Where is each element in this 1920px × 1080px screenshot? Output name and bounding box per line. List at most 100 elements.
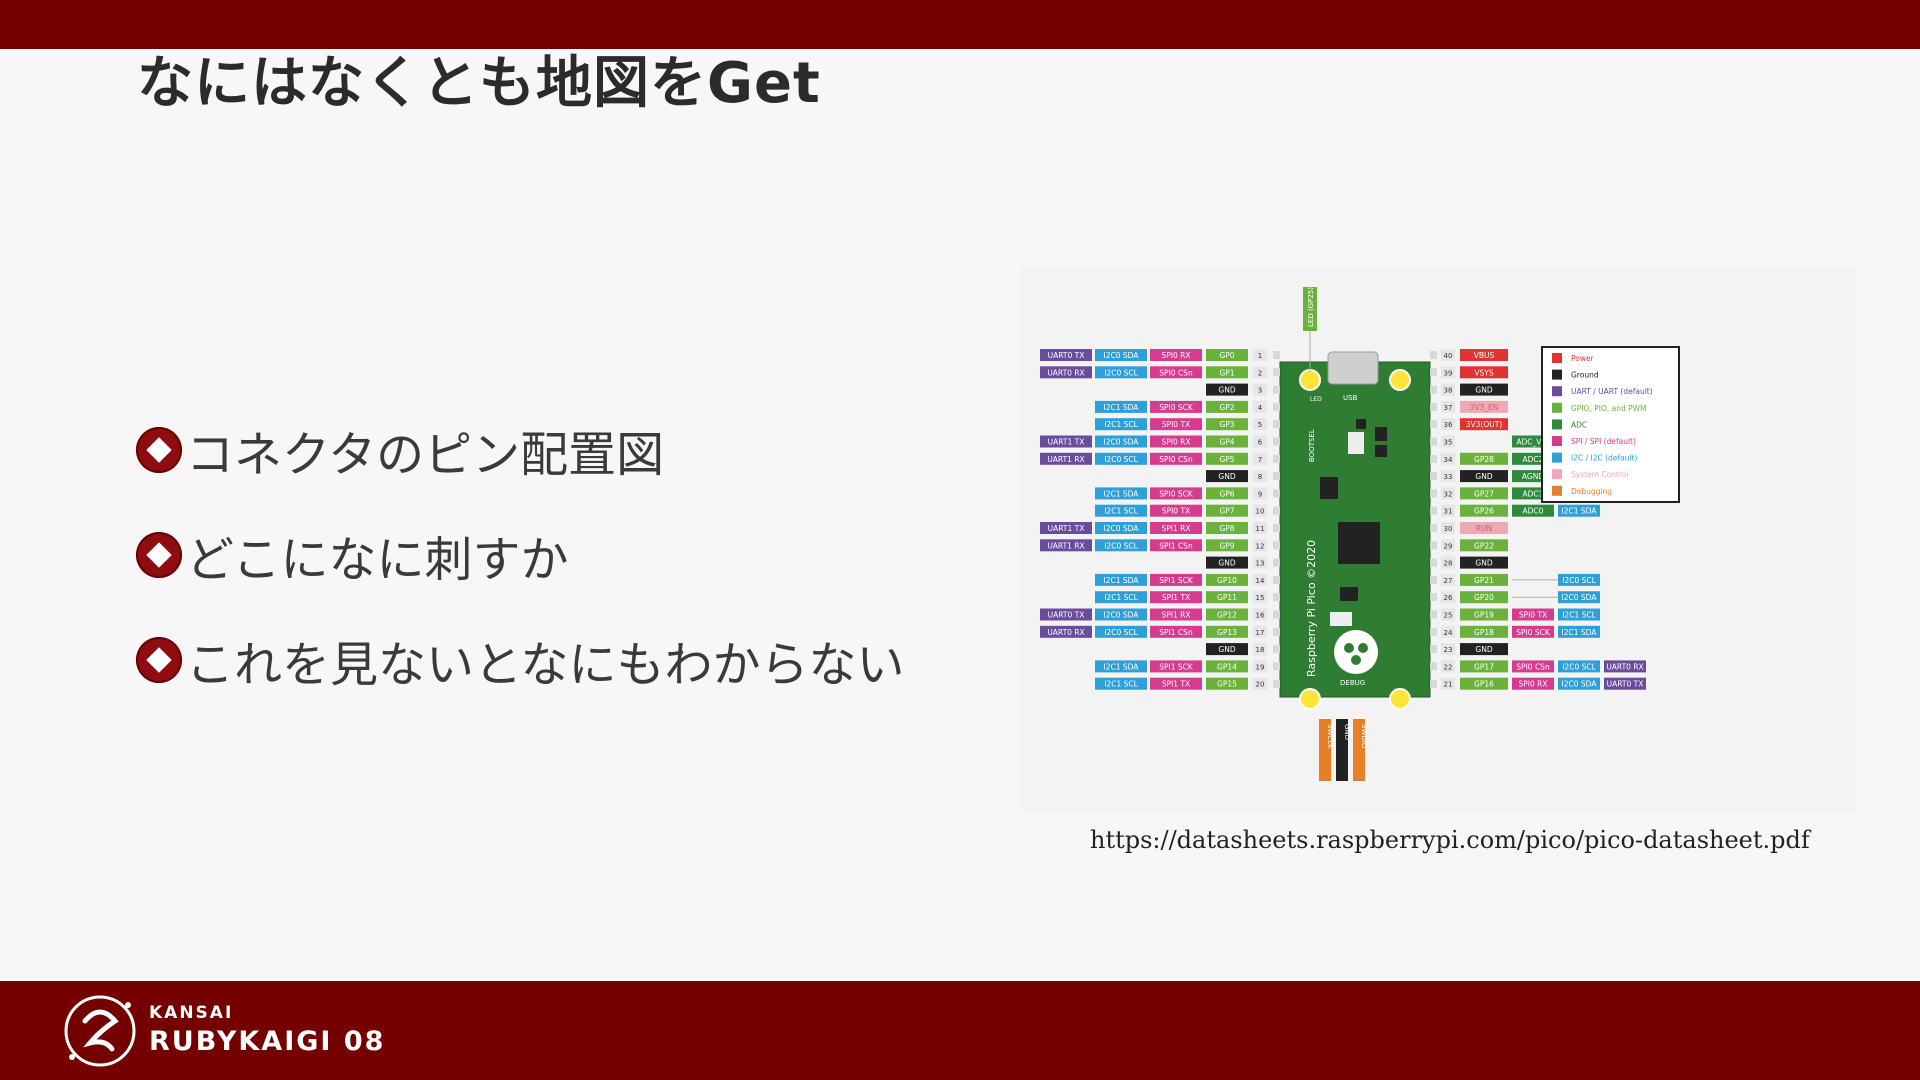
pin-number: 38 [1444,387,1453,395]
pin-function-label: I2C1 SCL [1562,611,1596,620]
header-pin [1273,679,1280,688]
pin-function-label: AGND [1522,472,1544,481]
debug-label: DEBUG [1340,679,1365,687]
pin-gpio-label: GP28 [1474,455,1494,464]
pin-gpio-label: GP16 [1474,680,1494,689]
debug-pin-label: GND [1343,724,1351,740]
pin-function-label-box [1095,366,1147,379]
mount-hole-icon [1299,688,1321,710]
pin-function-label-box [1095,591,1147,604]
pin-function-label: I2C1 SDA [1104,403,1140,412]
pin-number: 6 [1258,439,1263,447]
pin-number-box [1441,522,1455,534]
pin-function-label-box [1604,660,1646,673]
header-pin [1273,593,1280,602]
pin-function-label: I2C0 SDA [1104,524,1140,533]
pin-function-label: I2C0 SDA [1104,351,1140,360]
header-pin [1273,506,1280,515]
pin-function-label-box [1095,418,1147,431]
header-pin [1430,679,1437,688]
pin-function-label: SPI1 CSn [1159,628,1193,637]
pin-gpio-label: GND [1218,472,1235,481]
pin-gpio-label: VBUS [1474,351,1495,360]
pin-number: 39 [1444,369,1453,377]
pin-function-label: SPI0 CSn [1516,662,1550,671]
pin-gpio-label-box [1206,539,1248,552]
pin-gpio-label: 3V3_EN [1470,403,1499,412]
header-pin [1430,454,1437,463]
pin-function-label-box [1150,504,1202,517]
pin-number-box [1253,539,1267,552]
pin-number-box [1441,400,1455,413]
pin-function-label: I2C1 SDA [1562,507,1598,516]
header-pin [1430,627,1437,636]
pin-number: 23 [1444,646,1453,654]
pin-number: 3 [1258,387,1262,395]
pin-number-box [1253,660,1267,673]
pin-gpio-label: VSYS [1474,368,1493,377]
pin-function-label: I2C0 SDA [1104,611,1140,620]
brand-line-1: KANSAI [149,1003,234,1023]
pin-gpio-label: 3V3(OUT) [1466,420,1503,429]
pin-function-label: UART0 RX [1047,368,1084,377]
legend-swatch [1552,469,1562,480]
pin-gpio-label: GP17 [1474,662,1494,671]
pin-function-label: I2C1 SCL [1104,420,1138,429]
header-pin [1430,420,1437,429]
header-pin [1273,558,1280,567]
header-pin [1430,541,1437,550]
pin-function-label-box [1095,435,1147,448]
pin-number: 20 [1256,681,1265,689]
header-pin [1430,351,1437,359]
pin-number-box [1441,452,1455,465]
pin-number-box [1253,487,1267,500]
pin-number: 1 [1258,352,1262,360]
pin-gpio-label: GND [1475,559,1492,568]
pin-function-label: SPI1 SCK [1159,576,1194,585]
pin-function-label-box [1558,591,1600,604]
pin-gpio-label: GP2 [1219,403,1234,412]
pin-function-label: I2C0 SCL [1104,368,1138,377]
bullet-diamond-icon [136,532,182,578]
usb-label: USB [1343,394,1358,402]
pin-function-label: SPI0 TX [1162,507,1190,516]
pin-gpio-label-box [1460,556,1508,569]
header-pin [1430,662,1437,671]
header-pin [1273,368,1280,377]
pin-gpio-label-box [1206,556,1248,569]
pin-number: 10 [1256,508,1265,516]
pin-number: 37 [1444,404,1453,412]
pin-gpio-label-box [1460,452,1508,465]
pin-function-label-box [1512,608,1554,621]
pin-number: 29 [1444,542,1453,550]
pin-number-box [1253,625,1267,638]
pin-function-label-box [1512,504,1554,517]
pin-number-box [1441,366,1455,379]
bottom-bar [0,981,1920,1080]
header-pin [1273,662,1280,671]
pin-function-label-box [1558,573,1600,586]
pin-function-label-box [1040,539,1092,552]
pin-number-box [1441,573,1455,586]
header-pin [1273,645,1280,654]
pin-number: 40 [1444,352,1453,360]
bullet-text: コネクタのピン配置図 [186,427,665,483]
pin-function-label: SPI1 TX [1162,593,1190,602]
pin-function-label-box [1150,418,1202,431]
top-bar [0,0,1920,49]
pin-function-label: I2C1 SDA [1104,576,1140,585]
pin-gpio-label: GP14 [1217,662,1237,671]
debug-pin-box [1336,719,1348,781]
pin-function-label: SPI0 TX [1162,420,1190,429]
mount-hole-icon [1389,688,1411,710]
pin-number-box [1441,470,1455,483]
pin-function-label: I2C1 SCL [1104,507,1138,516]
pin-function-label: UART1 RX [1047,541,1084,550]
pin-function-label: ADC0 [1523,507,1544,516]
slide-title: なにはなくとも地図をGet [137,51,821,116]
pin-function-label: I2C0 SCL [1104,455,1138,464]
pin-gpio-label: GP26 [1474,507,1494,516]
pin-number: 32 [1444,490,1453,498]
